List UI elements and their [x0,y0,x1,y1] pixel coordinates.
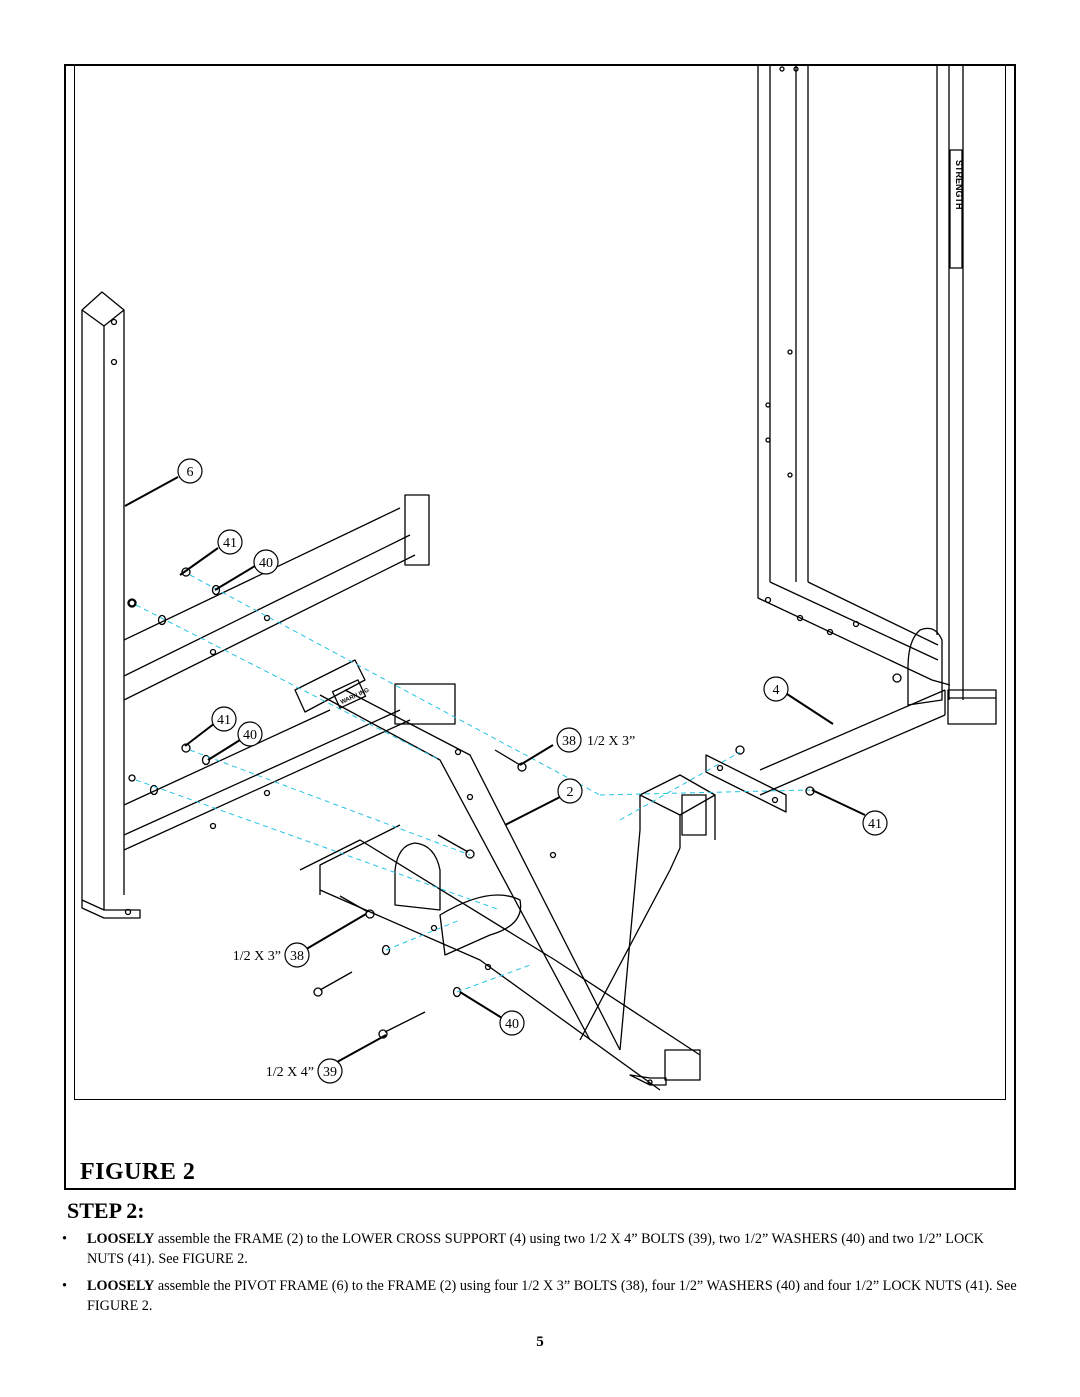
callout-39: 39 1/2 X 4” [266,1058,343,1084]
main-frame [294,659,716,1091]
pivot-frame [81,291,430,919]
svg-text:41: 41 [868,817,882,832]
instruction-text-1: LOOSELY assemble the FRAME (2) to the LO… [87,1229,1024,1269]
line-art [81,65,997,1091]
svg-text:41: 41 [217,713,231,728]
callout-2: 2 [557,778,583,804]
svg-text:40: 40 [259,556,273,571]
callout-40-middle: 40 [237,721,263,747]
lower-cross-support [705,689,946,813]
callout-38-lower: 38 1/2 X 3” [233,942,310,968]
instruction-body-1: assemble the FRAME (2) to the LOWER CROS… [87,1231,984,1267]
svg-text:6: 6 [187,465,194,480]
svg-text:39: 39 [323,1065,337,1080]
callout-38-right: 38 1/2 X 3” [556,727,635,753]
svg-text:40: 40 [505,1017,519,1032]
svg-text:1/2 X 3”: 1/2 X 3” [233,949,281,964]
bullet-marker: • [62,1231,67,1247]
callout-41-upper: 41 [217,529,243,555]
callout-4: 4 [763,676,789,702]
figure-frame [64,64,1016,1190]
emphasis-loosely: LOOSELY [87,1278,155,1294]
svg-text:38: 38 [562,734,576,749]
emphasis-loosely: LOOSELY [87,1231,155,1247]
figure-label: FIGURE 2 [80,1159,196,1185]
svg-text:41: 41 [223,536,237,551]
brand-decal: STRENGTH [954,160,964,210]
upright-column [757,65,997,725]
svg-text:2: 2 [567,785,574,800]
callout-41-middle: 41 [211,706,237,732]
svg-text:40: 40 [243,728,257,743]
hardware [127,567,902,1039]
instruction-text-2: LOOSELY assemble the PIVOT FRAME (6) to … [87,1276,1024,1316]
callout-40-upper: 40 [253,549,279,575]
bullet-marker: • [62,1278,67,1294]
callout-40-lower: 40 [499,1010,525,1036]
page-number: 5 [536,1334,544,1350]
callouts: 6 41 40 41 40 4 38 1/2 X 3” 2 [177,458,888,1084]
callout-6: 6 [177,458,203,484]
svg-text:38: 38 [290,949,304,964]
instruction-body-2: assemble the PIVOT FRAME (6) to the FRAM… [87,1278,1017,1314]
svg-text:1/2 X 3”: 1/2 X 3” [587,734,635,749]
callout-leaders [124,476,866,1068]
svg-text:4: 4 [773,683,780,698]
figure-inner-frame [74,64,1006,1100]
svg-text:1/2 X 4”: 1/2 X 4” [266,1065,314,1080]
callout-41-right: 41 [862,810,888,836]
step-heading: STEP 2: [67,1198,145,1223]
